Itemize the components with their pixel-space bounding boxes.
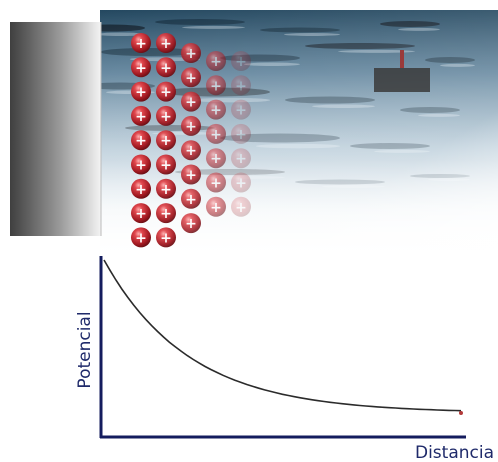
plus-sign: +	[135, 133, 147, 149]
plus-sign: +	[185, 143, 197, 159]
plus-sign: +	[235, 103, 247, 119]
plus-sign: +	[185, 192, 197, 208]
positive-charge: +	[131, 154, 151, 175]
positive-charge: +	[206, 99, 226, 120]
plus-sign: +	[235, 176, 247, 192]
plus-sign: +	[160, 60, 172, 76]
y-axis-label: Potencial	[75, 311, 95, 388]
positive-charge: +	[181, 213, 201, 234]
small-boat-shape	[374, 50, 430, 92]
plus-sign: +	[235, 127, 247, 143]
plus-sign: +	[135, 158, 147, 174]
plus-sign: +	[235, 78, 247, 94]
positive-charge: +	[131, 33, 151, 53]
electrode	[10, 22, 101, 236]
positive-charge: +	[131, 81, 151, 102]
plus-sign: +	[160, 182, 172, 198]
plus-sign: +	[185, 216, 197, 232]
positive-charge: +	[181, 43, 201, 63]
positive-charge: +	[231, 148, 251, 169]
positive-charge: +	[181, 188, 201, 209]
positive-charge: +	[156, 33, 176, 53]
plus-sign: +	[210, 127, 222, 143]
positive-charge: +	[156, 227, 176, 248]
plus-sign: +	[185, 46, 197, 62]
plus-sign: +	[210, 176, 222, 192]
x-axis-label: Distancia	[415, 443, 494, 462]
plus-sign: +	[185, 70, 197, 86]
positive-charge-layer: + + + + + + + + + + + + + + + + + + + + + + + + + + + + + + + + + + + + + + + +	[131, 33, 251, 248]
positive-charge: +	[206, 123, 226, 144]
positive-charge: +	[206, 148, 226, 169]
positive-charge: +	[156, 178, 176, 199]
plus-sign: +	[235, 151, 247, 167]
plus-sign: +	[235, 200, 247, 216]
plus-sign: +	[135, 206, 147, 222]
plus-sign: +	[135, 60, 147, 76]
positive-charge: +	[131, 203, 151, 224]
plus-sign: +	[185, 168, 197, 184]
plus-sign: +	[160, 158, 172, 174]
positive-charge: +	[131, 130, 151, 151]
plus-sign: +	[135, 36, 147, 52]
positive-charge: +	[181, 164, 201, 185]
positive-charge: +	[131, 227, 151, 248]
positive-charge: +	[181, 67, 201, 88]
plus-sign: +	[210, 200, 222, 216]
positive-charge: +	[206, 51, 226, 71]
plus-sign: +	[235, 54, 247, 70]
positive-charge: +	[156, 203, 176, 224]
plus-sign: +	[160, 206, 172, 222]
plus-sign: +	[135, 230, 147, 246]
positive-charge: +	[231, 196, 251, 217]
positive-charge: +	[131, 57, 151, 78]
plus-sign: +	[160, 133, 172, 149]
positive-charge: +	[231, 51, 251, 71]
plus-sign: +	[135, 182, 147, 198]
positive-charge: +	[231, 123, 251, 144]
positive-charge: +	[156, 154, 176, 175]
positive-charge: +	[181, 115, 201, 136]
plus-sign: +	[210, 151, 222, 167]
positive-charge: +	[156, 81, 176, 102]
positive-charge: +	[206, 196, 226, 217]
positive-charge: +	[131, 105, 151, 126]
positive-charge: +	[181, 140, 201, 161]
plus-sign: +	[135, 109, 147, 125]
positive-charge: +	[206, 172, 226, 193]
plus-sign: +	[160, 36, 172, 52]
plus-sign: +	[185, 119, 197, 135]
positive-charge: +	[231, 172, 251, 193]
curve-end-marker	[459, 411, 463, 415]
plus-sign: +	[210, 103, 222, 119]
plus-sign: +	[210, 54, 222, 70]
positive-charge: +	[231, 99, 251, 120]
plus-sign: +	[160, 230, 172, 246]
positive-charge: +	[206, 75, 226, 96]
plus-sign: +	[160, 85, 172, 101]
positive-charge: +	[156, 57, 176, 78]
positive-charge: +	[131, 178, 151, 199]
potential-graph: Potencial Distancia	[75, 256, 494, 462]
positive-charge: +	[231, 75, 251, 96]
plus-sign: +	[210, 78, 222, 94]
potential-curve	[103, 259, 462, 412]
positive-charge: +	[181, 91, 201, 112]
positive-charge: +	[156, 130, 176, 151]
plus-sign: +	[185, 95, 197, 111]
plus-sign: +	[135, 85, 147, 101]
positive-charge: +	[156, 105, 176, 126]
plus-sign: +	[160, 109, 172, 125]
